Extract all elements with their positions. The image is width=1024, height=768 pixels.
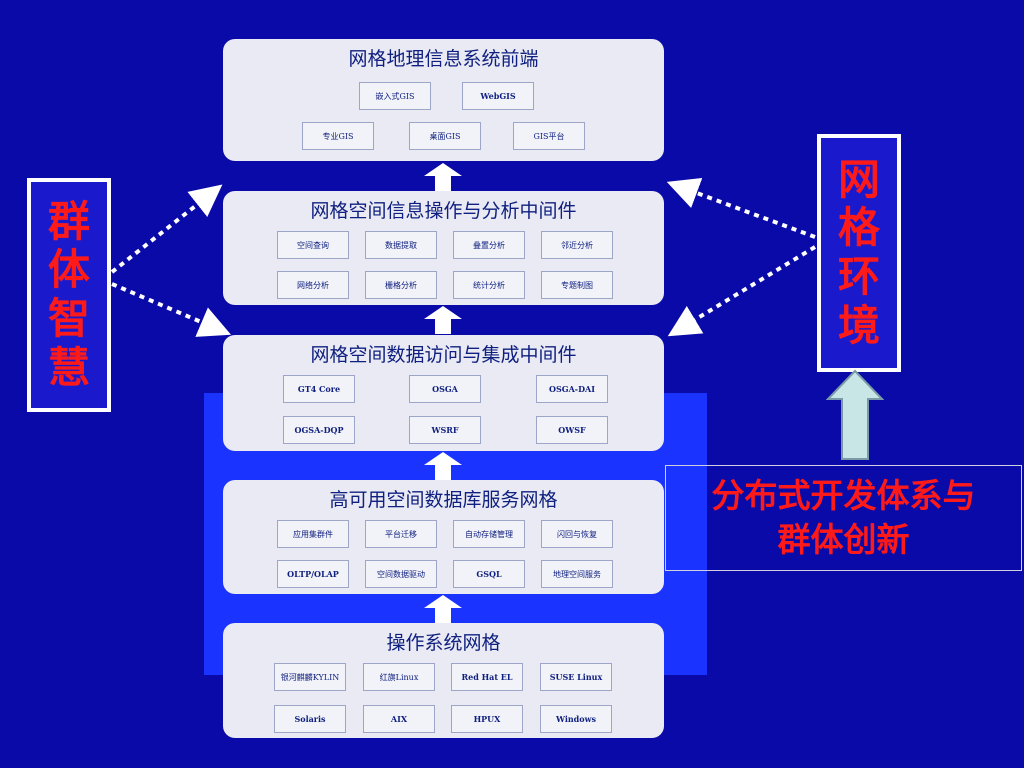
- component-box: 网络分析: [277, 271, 349, 299]
- up-arrow-icon: [424, 306, 462, 334]
- dotted-arrow-right-upper: [666, 177, 816, 239]
- component-box: 数据提取: [365, 231, 437, 259]
- component-box: SUSE Linux: [540, 663, 612, 691]
- layer-spatial-analysis-middleware: 网格空间信息操作与分析中间件 空间查询 数据提取 叠置分析 邻近分析 网络分析 …: [223, 191, 664, 305]
- component-box: 平台迁移: [365, 520, 437, 548]
- right-label-char: 境: [837, 300, 880, 350]
- component-box: 专题制图: [541, 271, 613, 299]
- right-label-char: 环: [837, 252, 880, 301]
- right-label-box: 网 格 环 境: [817, 134, 901, 372]
- layer-data-access-middleware: 网格空间数据访问与集成中间件 GT4 Core OSGA OSGA-DAI OG…: [223, 335, 664, 451]
- left-label-char: 慧: [47, 342, 90, 392]
- component-box: 桌面GIS: [409, 122, 481, 150]
- component-box: 空间数据驱动: [365, 560, 437, 588]
- component-box: Red Hat EL: [451, 663, 523, 691]
- right-label-char: 格: [837, 203, 880, 253]
- layer-title: 操作系统网格: [386, 632, 501, 654]
- big-up-arrow-icon: [826, 369, 884, 460]
- component-box: 地理空间服务: [541, 560, 613, 588]
- component-box: 闪回与恢复: [541, 520, 613, 548]
- component-box: Solaris: [274, 705, 346, 733]
- component-box: OSGA-DAI: [536, 375, 608, 403]
- layer-title: 高可用空间数据库服务网格: [329, 489, 558, 511]
- component-box: 叠置分析: [453, 231, 525, 259]
- component-box: GT4 Core: [283, 375, 355, 403]
- up-arrow-icon: [424, 163, 462, 191]
- dotted-arrow-left-upper: [110, 184, 223, 274]
- layer-gis-frontend: 网格地理信息系统前端 嵌入式GIS WebGIS 专业GIS 桌面GIS GIS…: [223, 39, 664, 161]
- component-box: 统计分析: [453, 271, 525, 299]
- component-box: GIS平台: [513, 122, 585, 150]
- up-arrow-icon: [424, 452, 462, 480]
- component-box: 嵌入式GIS: [359, 82, 431, 110]
- up-arrow-icon: [424, 595, 462, 623]
- component-box: GSQL: [453, 560, 525, 588]
- left-label-char: 体: [47, 245, 90, 295]
- component-box: OSGA: [409, 375, 481, 403]
- left-label-char: 智: [47, 294, 90, 343]
- component-box: WebGIS: [462, 82, 534, 110]
- component-box: WSRF: [409, 416, 481, 444]
- component-box: HPUX: [451, 705, 523, 733]
- component-box: AIX: [363, 705, 435, 733]
- component-box: Windows: [540, 705, 612, 733]
- component-box: 栅格分析: [365, 271, 437, 299]
- component-box: 银河麒麟KYLIN: [274, 663, 346, 691]
- component-box: OGSA-DQP: [283, 416, 355, 444]
- layer-title: 网格空间信息操作与分析中间件: [310, 200, 577, 222]
- component-box: 红旗Linux: [363, 663, 435, 691]
- caption-line: 分布式开发体系与: [711, 476, 976, 515]
- caption-line: 群体创新: [777, 520, 910, 559]
- component-box: 自动存储管理: [453, 520, 525, 548]
- dotted-arrow-left-lower: [111, 282, 232, 337]
- layer-os-grid: 操作系统网格 银河麒麟KYLIN 红旗Linux Red Hat EL SUSE…: [223, 623, 664, 738]
- component-box: OLTP/OLAP: [277, 560, 349, 588]
- layer-title: 网格空间数据访问与集成中间件: [310, 344, 577, 366]
- dotted-arrow-right-lower: [667, 245, 817, 337]
- right-label-char: 网: [837, 154, 880, 204]
- bottom-caption: 分布式开发体系与 群体创新: [665, 465, 1022, 571]
- layer-spatial-database-grid: 高可用空间数据库服务网格 应用集群件 平台迁移 自动存储管理 闪回与恢复 OLT…: [223, 480, 664, 594]
- left-label-box: 群 体 智 慧: [27, 178, 111, 412]
- layer-title: 网格地理信息系统前端: [348, 48, 539, 70]
- component-box: 专业GIS: [302, 122, 374, 150]
- left-label-char: 群: [47, 196, 90, 246]
- component-box: 空间查询: [277, 231, 349, 259]
- component-box: 邻近分析: [541, 231, 613, 259]
- component-box: 应用集群件: [277, 520, 349, 548]
- component-box: OWSF: [536, 416, 608, 444]
